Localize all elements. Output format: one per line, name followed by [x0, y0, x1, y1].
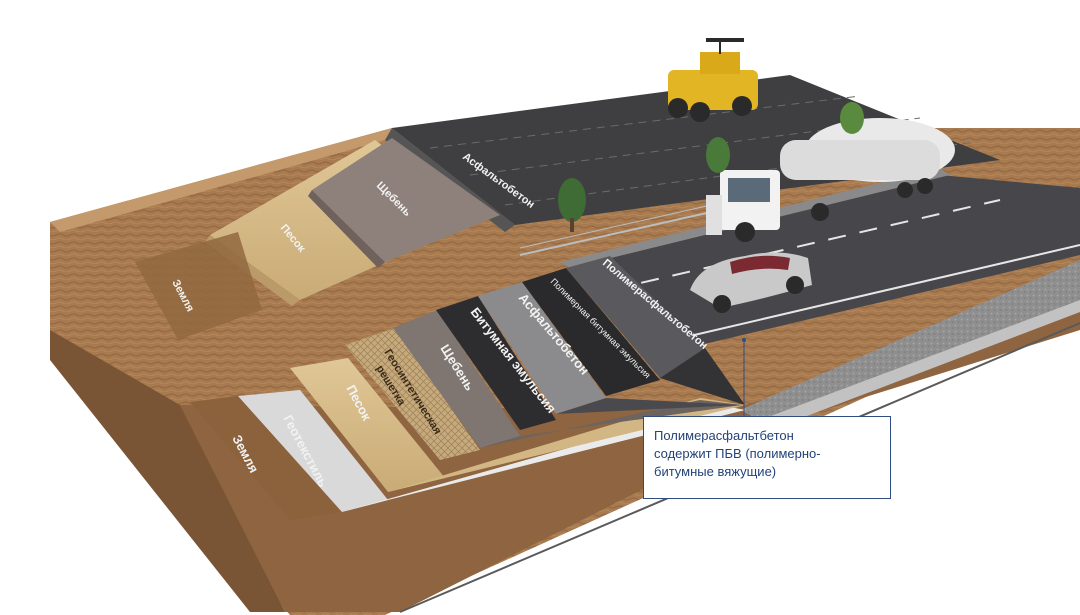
road-roller-icon	[668, 38, 758, 122]
back-layer-earth-patch	[135, 232, 262, 340]
front-layer-bitumen-emulsion	[436, 296, 556, 430]
callout-line-2: содержит ПБВ (полимерно-	[654, 446, 821, 461]
callout-line-1: Полимерасфальтбетон	[654, 428, 794, 443]
right-gravel-shoulder	[740, 260, 1080, 430]
front-layer-polymer-asphalt	[566, 256, 745, 405]
callout-line-3: битумные вяжущие)	[654, 464, 777, 479]
tree-icon	[558, 102, 864, 232]
callout-box: Полимерасфальтбетон содержит ПБВ (полиме…	[643, 416, 891, 499]
tanker-truck-icon	[706, 118, 955, 242]
front-layer-polymer-emulsion	[522, 268, 660, 396]
front-layer-gravel	[393, 310, 742, 448]
front-layer-geogrid	[345, 328, 480, 460]
car-icon	[690, 252, 812, 313]
front-layer-earth	[190, 395, 342, 520]
callout-pointer-dot	[742, 338, 746, 342]
back-layer-gravel	[308, 138, 500, 268]
front-layer-asphalt	[478, 282, 742, 414]
